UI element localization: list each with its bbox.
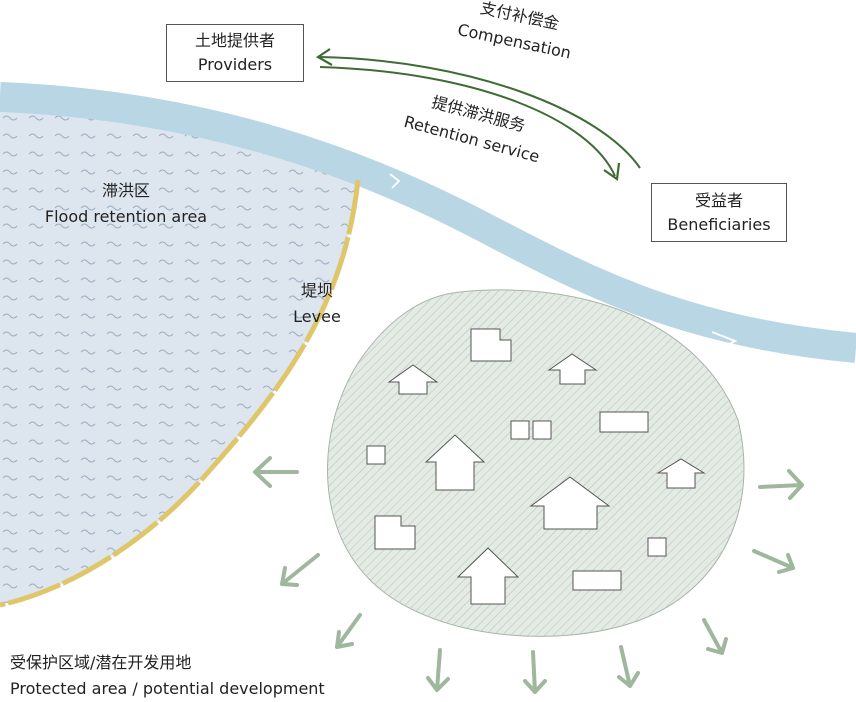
arrow-icon xyxy=(426,648,450,692)
house-icon xyxy=(424,434,486,491)
providers-label-en: Providers xyxy=(197,55,273,74)
river xyxy=(0,82,856,363)
flood-area-label-zh: 滞洪区 xyxy=(101,181,150,200)
retention-service-arrowhead xyxy=(603,162,621,181)
arrow-icon xyxy=(702,618,728,655)
beneficiaries-label-zh: 受益者 xyxy=(694,190,743,210)
providers-label-zh: 土地提供者 xyxy=(194,31,275,50)
building-square xyxy=(366,445,386,465)
protected-area-label-en: Protected area / potential development xyxy=(10,679,325,698)
arrow-icon xyxy=(253,456,299,488)
compensation-arrow xyxy=(319,56,641,169)
expansion-arrows xyxy=(253,456,804,694)
building-square xyxy=(647,537,667,557)
arrow-icon xyxy=(758,469,804,500)
levee xyxy=(0,179,361,608)
protected-area-label: 受保护区域/潜在开发用地 Protected area / potential … xyxy=(10,650,325,702)
building-rect xyxy=(599,411,649,433)
levee-label-en: Levee xyxy=(293,307,341,326)
arrow-icon xyxy=(523,650,547,694)
protected-area-label-zh: 受保护区域/潜在开发用地 xyxy=(10,653,192,672)
flood-retention-area-waves xyxy=(0,102,358,605)
retention-service-arrow xyxy=(319,66,616,177)
providers-box: 土地提供者 Providers xyxy=(166,24,304,82)
protected-area-hatch xyxy=(327,289,744,637)
levee-label: 堤坝 Levee xyxy=(282,278,352,330)
levee-label-zh: 堤坝 xyxy=(300,281,333,300)
flood-area-label-en: Flood retention area xyxy=(44,207,208,226)
house-icon xyxy=(529,476,611,530)
river-flow-chevron-icon xyxy=(389,173,401,189)
river-flow-chevron-icon xyxy=(711,331,738,353)
house-icon xyxy=(656,458,706,489)
flood-area-label: 滞洪区 Flood retention area xyxy=(40,178,212,230)
arrow-icon xyxy=(280,553,320,587)
arrow-icon xyxy=(335,613,362,649)
building-l-shape xyxy=(470,328,512,362)
arrow-icon xyxy=(752,549,795,574)
house-icon xyxy=(387,364,439,395)
arrow-icon xyxy=(617,645,640,688)
house-icon xyxy=(456,547,520,605)
buildings xyxy=(366,328,706,605)
beneficiaries-box: 受益者 Beneficiaries xyxy=(651,183,787,242)
building-square xyxy=(532,420,552,440)
building-square xyxy=(510,420,530,440)
building-l-shape xyxy=(374,515,416,550)
house-icon xyxy=(547,353,598,385)
building-rect xyxy=(572,570,622,591)
compensation-arrowhead xyxy=(315,48,333,66)
beneficiaries-label-en: Beneficiaries xyxy=(667,214,771,234)
